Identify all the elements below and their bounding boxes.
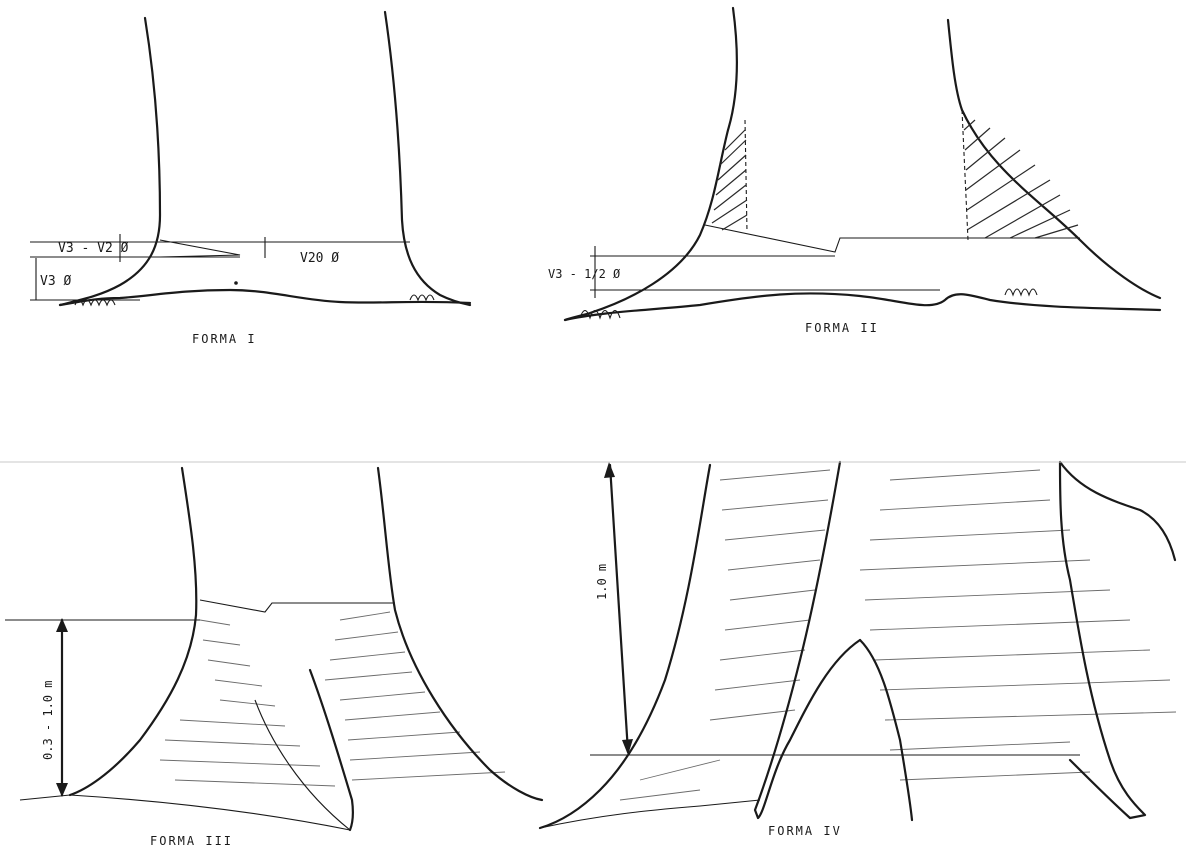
forma-4-label-a: 1.0 m	[595, 564, 609, 600]
forma-2-ledge	[705, 225, 1080, 252]
forma-2-panel: V3 - 1/2 Ø FORMA II	[548, 8, 1160, 335]
forma-1-caption: FORMA I	[192, 332, 257, 346]
forma-2-label-a: V3 - 1/2 Ø	[548, 267, 621, 281]
forma-3-caption: FORMA III	[150, 834, 233, 848]
forma-4-root-right	[860, 640, 912, 820]
forma-3-ledge	[200, 600, 395, 612]
forma-4-trunk-right	[1060, 462, 1175, 560]
forma-3-base	[20, 795, 350, 830]
forma-4-dim	[610, 465, 628, 752]
forma-1-trunk-left	[60, 18, 160, 305]
forma-3-panel: 0.3 - 1.0 m FORMA III	[5, 468, 542, 848]
forma-4-arrow-down	[622, 739, 633, 755]
forma-4-base	[540, 800, 760, 828]
forma-1-panel: V3 - V2 Ø V20 Ø V3 Ø FORMA I	[30, 12, 470, 346]
forma-1-dot	[234, 281, 238, 285]
forma-2-hatch-right	[964, 120, 1078, 238]
forma-4-trunk-left	[540, 465, 710, 828]
forma-1-ground	[60, 290, 470, 305]
forma-2-caption: FORMA II	[805, 321, 879, 335]
forma-1-trunk-right	[385, 12, 470, 305]
forma-4-panel: 1.0 m FORMA IV	[540, 462, 1176, 838]
forma-4-arrow-up	[604, 462, 615, 478]
forma-3-label-a: 0.3 - 1.0 m	[41, 681, 55, 760]
forma-1-label-c: V3 Ø	[40, 274, 71, 289]
forma-3-trunk-left	[70, 468, 196, 795]
forma-4-root-far	[1060, 462, 1145, 818]
forma-1-label-b: V20 Ø	[300, 251, 339, 266]
forma-3-shading	[160, 612, 505, 786]
forma-1-label-a: V3 - V2 Ø	[58, 241, 129, 256]
forma-3-center-root	[310, 670, 353, 830]
forma-4-caption: FORMA IV	[768, 824, 842, 838]
forma-2-ground	[565, 293, 1160, 320]
forma-3-trunk-right	[378, 468, 542, 800]
forma-4-shading	[620, 470, 1176, 800]
forma-4-root-center	[755, 462, 860, 818]
